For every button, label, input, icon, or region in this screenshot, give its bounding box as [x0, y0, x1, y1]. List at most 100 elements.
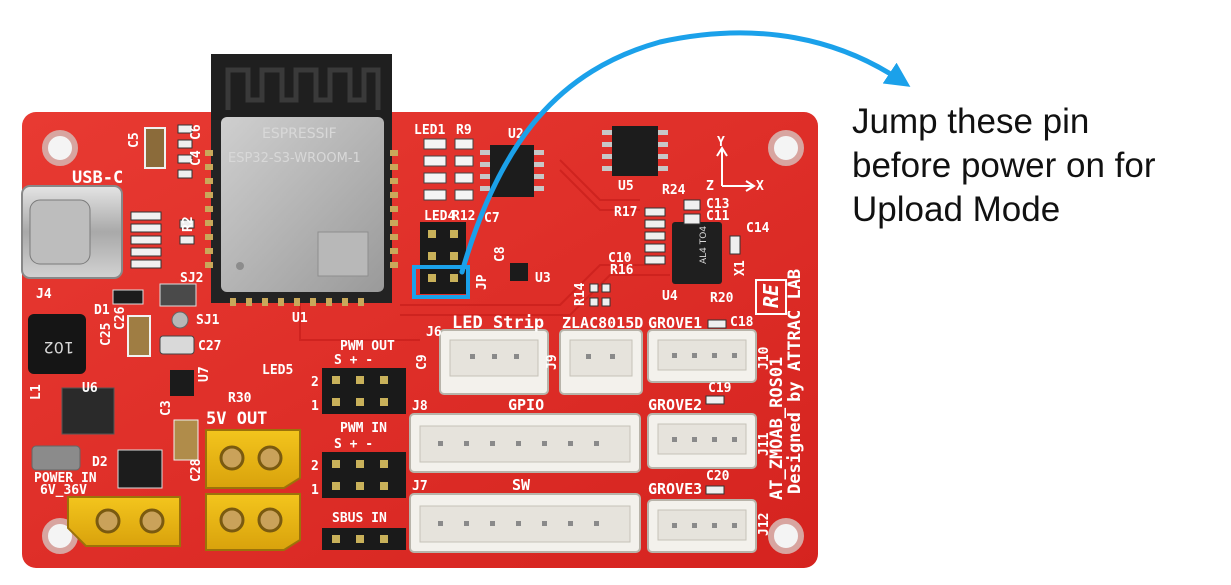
silk-led5: LED5 [262, 363, 293, 378]
module-brand: ESPRESSIF [262, 126, 337, 142]
silk-d1: D1 [94, 303, 110, 318]
ic-u5 [602, 126, 668, 176]
inductor-l1 [28, 314, 86, 374]
right-smd-parts [589, 199, 741, 495]
annotation-line-1: Jump these pin [852, 102, 1090, 141]
inductor-marking: 102 [43, 338, 74, 357]
silk-u3: U3 [535, 271, 551, 286]
silk-l1: L1 [29, 384, 44, 400]
sbus-in-header [322, 528, 406, 550]
silk-led-strip: LED Strip [452, 313, 544, 333]
silk-c27: C27 [198, 339, 221, 354]
silk-j7: J7 [412, 479, 428, 494]
silk-j8: J8 [412, 399, 428, 414]
silk-c10: C10 [608, 251, 632, 266]
usb-resistor-array [130, 211, 162, 269]
cap-c26 [127, 315, 151, 357]
silk-c4: C4 [189, 150, 204, 166]
re-logo-frame [755, 279, 787, 315]
silk-r16: R16 [610, 263, 634, 278]
silk-c8: C8 [493, 246, 508, 262]
usb-c-opening [29, 199, 91, 265]
silk-axis-x: X [756, 179, 764, 194]
re-logo: RE [759, 283, 783, 308]
silk-grove2: GROVE2 [648, 396, 702, 414]
fuse [31, 445, 81, 471]
silk-u1: U1 [292, 311, 308, 326]
cap-c27 [159, 335, 195, 355]
silk-axis-y: Y [717, 135, 725, 150]
callout-arrow [459, 30, 911, 275]
annotation-caption: Jump these pin before power on for Uploa… [852, 100, 1227, 232]
silk-sw: SW [512, 476, 531, 494]
ic-u3 [510, 263, 528, 281]
silk-j6: J6 [426, 325, 442, 340]
silk-c20: C20 [706, 469, 730, 484]
jst-pins [438, 353, 737, 528]
silk-c3: C3 [159, 400, 174, 416]
mounting-holes [42, 130, 804, 554]
silk-pwm-out: PWM OUT [340, 339, 395, 354]
axis-symbol [716, 146, 756, 192]
sj1-pad [171, 311, 189, 329]
silk-sbus-in: SBUS IN [332, 511, 387, 526]
silk-u7: U7 [197, 366, 212, 382]
ic-u7 [170, 370, 194, 396]
silk-grove1: GROVE1 [648, 314, 702, 332]
silk-c19: C19 [708, 381, 731, 396]
pwm-out-header [322, 368, 406, 414]
silk-c13: C13 [706, 197, 729, 212]
silk-c25: C25 [99, 323, 114, 346]
module-model: ESP32-S3-WROOM-1 [228, 151, 361, 166]
xt-5v-out-1 [205, 429, 301, 489]
diode-d2 [117, 449, 163, 489]
silk-pwm-out-row1: 1 [311, 399, 319, 414]
cap-c28 [173, 419, 199, 461]
annotation-line-3: Upload Mode [852, 190, 1061, 229]
silk-u6: U6 [82, 381, 98, 396]
silk-gpio: GPIO [508, 396, 544, 414]
silk-pwm-out-row2: 2 [311, 375, 319, 390]
diode-d1 [112, 289, 144, 305]
silk-model: AT_ZMOAB_ROS01 [767, 357, 787, 500]
silk-j9: J9 [545, 354, 560, 370]
silk-c9: C9 [415, 354, 430, 370]
silk-5v-out: 5V OUT [206, 409, 267, 429]
silk-designer: Designed by ATTRAC LAB [785, 269, 805, 494]
silk-led4: LED4 [424, 209, 455, 224]
silk-usb: USB-C [72, 168, 123, 188]
silk-d2: D2 [92, 455, 108, 470]
silk-r12: R12 [452, 209, 475, 224]
silk-zlac: ZLAC8015D [562, 314, 643, 332]
silk-r2: R2 [181, 216, 196, 232]
silk-j11: J11 [757, 432, 772, 456]
jp-header [420, 222, 466, 294]
module-pads [205, 150, 398, 306]
ic-u4 [672, 222, 722, 284]
silk-pwm-in-row2: 2 [311, 459, 319, 474]
silk-pwm-in-row1: 1 [311, 483, 319, 498]
silk-c6: C6 [189, 124, 204, 140]
silk-power-in: POWER IN [34, 471, 97, 486]
silk-r17: R17 [614, 205, 637, 220]
silk-r20: R20 [710, 291, 734, 306]
silk-c5: C5 [127, 132, 142, 148]
silk-j10: J10 [757, 346, 772, 370]
silk-sj1: SJ1 [196, 313, 220, 328]
pwm-in-header [322, 452, 406, 498]
tactile-sw [159, 283, 197, 307]
silk-c7: C7 [484, 211, 500, 226]
silk-jp: JP [475, 274, 490, 290]
module-pin1-dot [236, 262, 244, 270]
c4-c6-parts [177, 124, 195, 245]
jumper-highlight-box [412, 265, 470, 299]
silk-c18: C18 [730, 315, 754, 330]
ic-marking: AL4 TO4 [699, 226, 709, 264]
silk-pwm-in: PWM IN [340, 421, 387, 436]
xt-power-in [67, 496, 181, 547]
silk-pwm-out-signs: S + - [334, 353, 373, 368]
silk-led1: LED1 [414, 123, 445, 138]
silk-r9: R9 [456, 123, 472, 138]
annotation-line-2: before power on for [852, 146, 1156, 185]
